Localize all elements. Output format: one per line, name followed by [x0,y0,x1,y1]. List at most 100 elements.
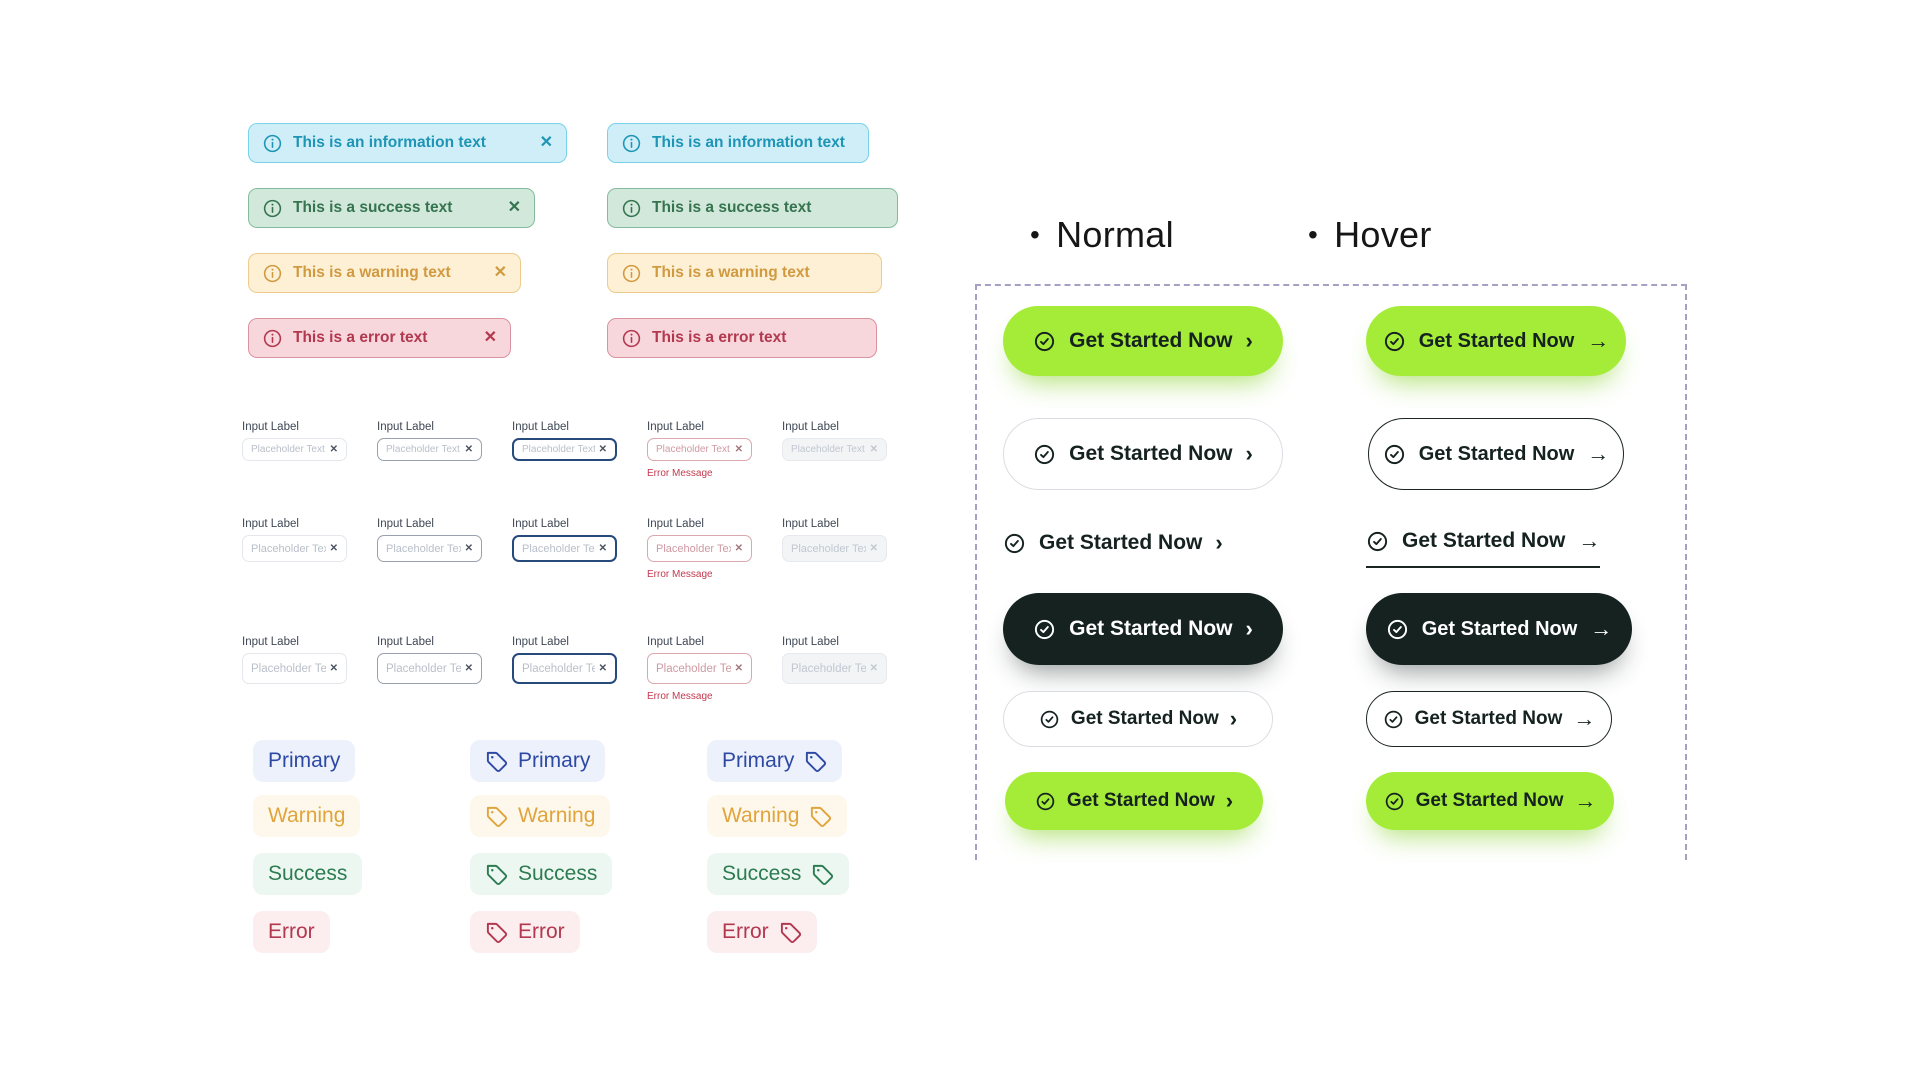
text-input[interactable] [656,542,731,555]
clear-icon[interactable]: ✕ [329,443,338,455]
input-label: Input Label [512,636,569,648]
tag-primary-icon-right[interactable]: Primary [707,740,843,782]
text-input[interactable] [386,542,461,555]
tag-label: Warning [268,804,346,827]
tag-success-icon-right[interactable]: Success [707,853,850,895]
text-input[interactable] [386,444,461,455]
text-input[interactable]: ✕ [647,535,752,562]
cta-dark-large-hover[interactable]: Get Started Now → [1366,593,1632,665]
text-input [791,662,866,675]
alert-text: This is a error text [293,329,428,346]
tag-success[interactable]: Success [253,853,363,895]
text-input[interactable]: ✕ [242,438,347,461]
text-input[interactable]: ✕ [377,653,482,684]
clear-icon[interactable]: ✕ [464,542,473,554]
text-input[interactable] [522,542,595,555]
input-label: Input Label [647,518,704,530]
text-input[interactable] [656,662,731,675]
hover-state-heading: • Hover [1308,214,1432,256]
tag-label: Primary [722,749,795,772]
tag-error[interactable]: Error [253,911,330,953]
tag-icon [780,922,801,943]
cta-primary-large-normal[interactable]: Get Started Now › [1003,306,1283,376]
close-icon[interactable]: ✕ [539,134,553,151]
tag-label: Success [722,862,802,885]
tag-icon [806,751,827,772]
text-input[interactable] [251,444,326,455]
tag-label: Success [268,862,348,885]
text-input[interactable] [522,444,595,455]
bullet-point: • [1030,219,1041,250]
cta-label: Get Started Now [1066,790,1215,811]
clear-icon[interactable]: ✕ [734,542,743,554]
tag-error-icon-left[interactable]: Error [470,911,580,953]
cta-primary-small-hover[interactable]: Get Started Now → [1366,772,1614,830]
alert-warning-dismissible: This is a warning text ✕ [248,253,521,293]
clear-icon[interactable]: ✕ [598,662,607,674]
tag-warning[interactable]: Warning [253,795,361,837]
input-label: Input Label [782,636,839,648]
clear-icon: ✕ [869,443,878,455]
tag-primary[interactable]: Primary [253,740,356,782]
chevron-right-icon: › [1229,706,1238,731]
text-input[interactable] [251,542,326,555]
tag-error-icon-right[interactable]: Error [707,911,817,953]
check-circle-icon [1004,533,1025,553]
error-message: Error Message [647,691,713,702]
tag-icon [486,922,508,943]
check-circle-icon [1384,331,1404,351]
tag-primary-icon-left[interactable]: Primary [470,740,606,782]
chevron-right-icon: › [1245,441,1253,466]
close-icon[interactable]: ✕ [507,199,521,216]
cta-dark-large-normal[interactable]: Get Started Now › [1003,593,1283,665]
tag-success-icon-left[interactable]: Success [470,853,613,895]
text-input[interactable]: ✕ [512,535,617,562]
text-input[interactable]: ✕ [242,653,347,684]
cta-outline-large-normal[interactable]: Get Started Now › [1003,418,1283,490]
clear-icon[interactable]: ✕ [329,662,338,674]
tag-label: Warning [518,804,596,827]
cta-link-hover[interactable]: Get Started Now → [1366,528,1601,568]
clear-icon[interactable]: ✕ [598,443,607,455]
cta-primary-small-normal[interactable]: Get Started Now › [1005,772,1263,830]
cta-label: Get Started Now [1069,442,1233,465]
cta-outline-large-hover[interactable]: Get Started Now → [1368,418,1624,490]
close-icon[interactable]: ✕ [493,264,507,281]
clear-icon[interactable]: ✕ [464,443,473,455]
clear-icon[interactable]: ✕ [464,662,473,674]
cta-outline-small-hover[interactable]: Get Started Now → [1366,691,1612,747]
alert-warning-static: This is a warning text [607,253,882,293]
heading-label: Hover [1334,214,1432,255]
text-input[interactable]: ✕ [377,438,482,461]
input-label: Input Label [647,636,704,648]
clear-icon[interactable]: ✕ [329,542,338,554]
check-circle-icon [1035,444,1055,464]
text-input[interactable] [251,662,326,675]
text-input[interactable]: ✕ [512,653,617,684]
tag-warning-icon-right[interactable]: Warning [707,795,848,837]
cta-primary-large-hover[interactable]: Get Started Now → [1366,306,1626,376]
info-circle-icon [263,329,282,347]
text-input[interactable]: ✕ [647,438,752,461]
input-field-large-focused: Input Label ✕ [512,636,617,684]
clear-icon[interactable]: ✕ [734,662,743,674]
cta-outline-small-normal[interactable]: Get Started Now › [1003,691,1273,747]
text-input[interactable]: ✕ [242,535,347,562]
text-input[interactable] [386,662,461,675]
text-input[interactable]: ✕ [647,653,752,684]
clear-icon[interactable]: ✕ [598,542,607,554]
info-circle-icon [621,263,642,284]
clear-icon[interactable]: ✕ [734,443,743,455]
input-field-medium-hover: Input Label ✕ [377,518,482,562]
check-circle-icon [1040,710,1059,728]
text-input[interactable] [656,444,731,455]
info-circle-icon [262,133,283,154]
text-input[interactable] [522,662,595,675]
tag-warning-icon-left[interactable]: Warning [470,795,611,837]
cta-link-normal[interactable]: Get Started Now › [1003,528,1223,558]
text-input[interactable]: ✕ [377,535,482,562]
input-label: Input Label [377,636,434,648]
close-icon[interactable]: ✕ [483,329,497,346]
text-input[interactable]: ✕ [512,438,617,461]
heading-label: Normal [1056,214,1174,255]
